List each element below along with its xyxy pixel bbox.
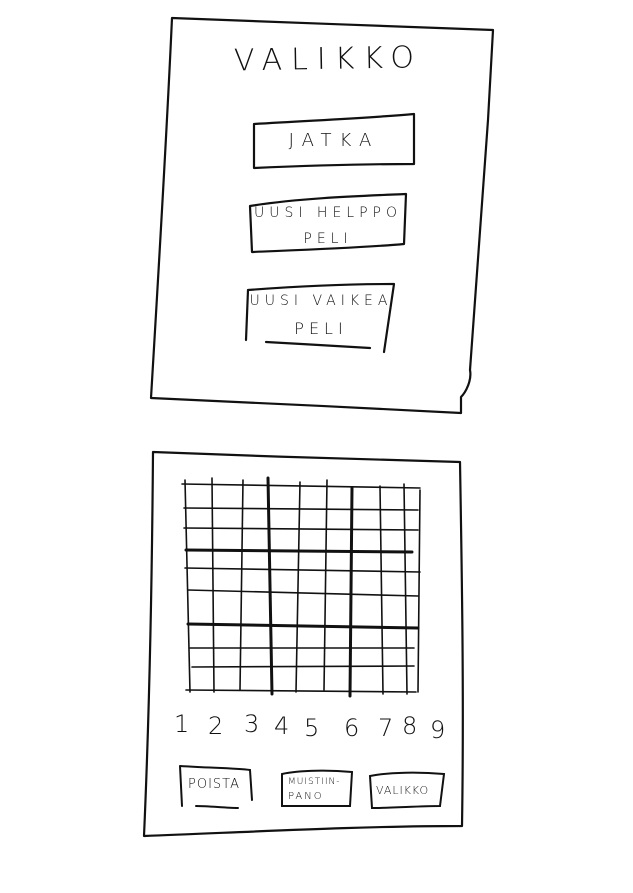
number-5[interactable]: 5 [304,714,320,742]
notes-button-label-line1: MUISTIIN- [288,777,341,787]
new-easy-game-button[interactable]: UUSI HELPPO PELI [250,196,406,252]
easy-game-button-frame [248,192,408,254]
poista-button-frame [179,765,253,809]
delete-button-label: POISTA [188,777,240,792]
menu-button[interactable]: VALIKKO [370,774,444,808]
continue-button[interactable]: JATKA [254,116,414,166]
number-8[interactable]: 8 [402,712,418,740]
number-4[interactable]: 4 [274,712,290,740]
menu-title: VALIKKO [233,40,424,79]
new-hard-game-button[interactable]: UUSI VAIKEA PELI [248,284,394,348]
game-screen-frame [142,450,464,838]
number-2[interactable]: 2 [208,712,224,740]
new-hard-game-label-line2: PELI [294,319,348,338]
jatka-button-frame [252,112,416,170]
menu-screen-frame [149,16,495,415]
notes-button-label-line2: PANO [288,791,324,802]
delete-button[interactable]: POISTA [182,768,252,806]
muistiinpano-button-frame [281,769,354,808]
sudoku-grid [181,476,421,698]
number-picker: 1 2 3 4 5 6 7 8 9 [170,706,450,746]
number-3[interactable]: 3 [244,710,260,738]
number-9[interactable]: 9 [430,716,446,744]
number-1[interactable]: 1 [174,710,190,738]
number-7[interactable]: 7 [378,714,394,742]
valikko-button-frame [368,771,446,810]
new-easy-game-label-line1: UUSI HELPPO [253,205,403,221]
number-6[interactable]: 6 [344,714,360,742]
menu-button-label: VALIKKO [376,784,430,797]
notes-button[interactable]: MUISTIIN- PANO [282,772,352,806]
hard-game-button-frame [244,282,396,354]
new-hard-game-label-line1: UUSI VAIKEA [249,293,393,309]
new-easy-game-label-line2: PELI [303,231,353,247]
continue-button-label: JATKA [288,130,380,151]
